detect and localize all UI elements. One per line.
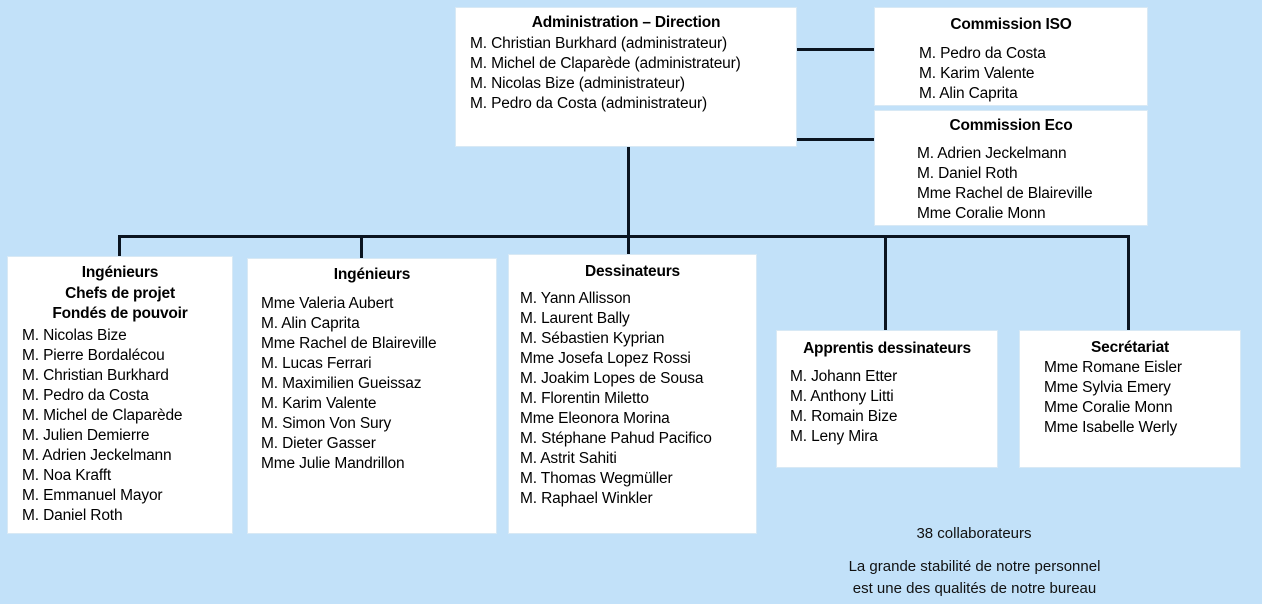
member-name: M. Karim Valente bbox=[919, 65, 1035, 82]
box-ingenieurs-chefs-title: Ingénieurs Chefs de projet Fondés de pou… bbox=[8, 263, 232, 325]
member-name: Mme Sylvia Emery bbox=[1044, 379, 1171, 396]
box-commission-eco-title: Commission Eco bbox=[949, 117, 1073, 134]
box-secretariat-title: Secrétariat bbox=[1091, 339, 1169, 356]
member-name: M. Christian Burkhard bbox=[22, 366, 169, 384]
box-administration-title: Administration – Direction bbox=[531, 14, 721, 31]
member-name: M. Anthony Litti bbox=[790, 388, 894, 405]
note-stability: La grande stabilité de notre personnel e… bbox=[802, 556, 1147, 600]
member-name: M. Thomas Wegmüller bbox=[520, 470, 673, 487]
box-title-line: Ingénieurs bbox=[81, 264, 159, 281]
note-stability-line: La grande stabilité de notre personnel bbox=[848, 558, 1101, 575]
member-name: M. Michel de Claparède (administrateur) bbox=[470, 55, 741, 72]
member-name: Mme Rachel de Blaireville bbox=[917, 185, 1093, 202]
member-name: M. Nicolas Bize (administrateur) bbox=[470, 75, 685, 92]
member-name: M. Pedro da Costa bbox=[22, 386, 149, 404]
box-commission-iso-members: M. Pedro da Costa M. Karim Valente M. Al… bbox=[875, 44, 1147, 104]
member-name: Mme Julie Mandrillon bbox=[261, 455, 405, 472]
box-dessinateurs-members: M. Yann Allisson M. Laurent Bally M. Séb… bbox=[509, 289, 756, 509]
member-name: M. Stéphane Pahud Pacifico bbox=[520, 430, 712, 447]
box-ingenieurs-title: Ingénieurs bbox=[333, 266, 411, 283]
box-commission-iso-title: Commission ISO bbox=[950, 16, 1072, 33]
member-name: M. Adrien Jeckelmann bbox=[22, 446, 172, 464]
box-ingenieurs-chefs-de-projet[interactable]: Ingénieurs Chefs de projet Fondés de pou… bbox=[7, 256, 233, 534]
member-name: M. Laurent Bally bbox=[520, 310, 630, 327]
member-name: M. Johann Etter bbox=[790, 368, 898, 385]
note-headcount: 38 collaborateurs bbox=[916, 525, 1032, 542]
member-name: M. Nicolas Bize bbox=[22, 326, 127, 344]
member-name: Mme Coralie Monn bbox=[917, 205, 1046, 222]
box-commission-eco-members: M. Adrien Jeckelmann M. Daniel Roth Mme … bbox=[875, 144, 1147, 224]
member-name: M. Yann Allisson bbox=[520, 290, 631, 307]
connector-horizontal-bus bbox=[118, 235, 1130, 238]
member-name: Mme Romane Eisler bbox=[1044, 359, 1182, 376]
member-name: M. Dieter Gasser bbox=[261, 435, 376, 452]
connector-drop-ingenieurs bbox=[360, 235, 363, 259]
connector-drop-ingenieurs-chefs bbox=[118, 235, 121, 257]
box-ingenieurs[interactable]: Ingénieurs Mme Valeria Aubert M. Alin Ca… bbox=[247, 258, 497, 534]
connector-drop-dessinateurs bbox=[627, 235, 630, 255]
connector-admin-to-commission-eco bbox=[796, 138, 876, 141]
connector-drop-secretariat bbox=[1127, 235, 1130, 331]
member-name: M. Maximilien Gueissaz bbox=[261, 375, 422, 392]
box-commission-iso[interactable]: Commission ISO M. Pedro da Costa M. Kari… bbox=[874, 7, 1148, 106]
member-name: M. Pedro da Costa bbox=[919, 45, 1046, 62]
box-dessinateurs-title: Dessinateurs bbox=[585, 263, 680, 280]
member-name: Mme Eleonora Morina bbox=[520, 410, 670, 427]
member-name: M. Julien Demierre bbox=[22, 426, 150, 444]
member-name: M. Florentin Miletto bbox=[520, 390, 649, 407]
member-name: M. Joakim Lopes de Sousa bbox=[520, 370, 704, 387]
member-name: M. Michel de Claparède bbox=[22, 406, 183, 424]
member-name: M. Noa Krafft bbox=[22, 466, 112, 484]
member-name: Mme Isabelle Werly bbox=[1044, 419, 1178, 436]
member-name: Mme Josefa Lopez Rossi bbox=[520, 350, 691, 367]
box-title-line: Fondés de pouvoir bbox=[52, 305, 188, 322]
box-administration[interactable]: Administration – Direction M. Christian … bbox=[455, 7, 797, 147]
member-name: Mme Coralie Monn bbox=[1044, 399, 1173, 416]
box-secretariat[interactable]: Secrétariat Mme Romane Eisler Mme Sylvia… bbox=[1019, 330, 1241, 468]
member-name: M. Sébastien Kyprian bbox=[520, 330, 665, 347]
member-name: M. Astrit Sahiti bbox=[520, 450, 617, 467]
box-ingenieurs-chefs-members: M. Nicolas Bize M. Pierre Bordalécou M. … bbox=[8, 326, 232, 526]
member-name: Mme Valeria Aubert bbox=[261, 295, 394, 312]
member-name: M. Christian Burkhard (administrateur) bbox=[470, 35, 728, 52]
connector-drop-apprentis bbox=[884, 235, 887, 331]
box-title-line: Chefs de projet bbox=[65, 284, 175, 302]
box-apprentis-title: Apprentis dessinateurs bbox=[803, 340, 971, 357]
note-stability-line: est une des qualités de notre bureau bbox=[852, 580, 1097, 597]
box-secretariat-members: Mme Romane Eisler Mme Sylvia Emery Mme C… bbox=[1020, 358, 1240, 438]
member-name: M. Pierre Bordalécou bbox=[22, 346, 165, 364]
member-name: M. Karim Valente bbox=[261, 395, 377, 412]
member-name: M. Alin Caprita bbox=[919, 85, 1018, 102]
box-commission-eco[interactable]: Commission Eco M. Adrien Jeckelmann M. D… bbox=[874, 110, 1148, 226]
box-ingenieurs-members: Mme Valeria Aubert M. Alin Caprita Mme R… bbox=[248, 294, 496, 474]
member-name: M. Simon Von Sury bbox=[261, 415, 392, 432]
connector-admin-to-commission-iso bbox=[796, 48, 876, 51]
box-dessinateurs[interactable]: Dessinateurs M. Yann Allisson M. Laurent… bbox=[508, 254, 757, 534]
member-name: M. Daniel Roth bbox=[22, 506, 123, 524]
member-name: M. Alin Caprita bbox=[261, 315, 360, 332]
member-name: M. Adrien Jeckelmann bbox=[917, 145, 1067, 162]
box-administration-members: M. Christian Burkhard (administrateur) M… bbox=[456, 34, 796, 114]
box-apprentis-dessinateurs[interactable]: Apprentis dessinateurs M. Johann Etter M… bbox=[776, 330, 998, 468]
member-name: M. Raphael Winkler bbox=[520, 490, 653, 507]
box-apprentis-members: M. Johann Etter M. Anthony Litti M. Roma… bbox=[777, 367, 997, 447]
member-name: Mme Rachel de Blaireville bbox=[261, 335, 437, 352]
member-name: M. Daniel Roth bbox=[917, 165, 1018, 182]
member-name: M. Romain Bize bbox=[790, 408, 898, 425]
member-name: M. Emmanuel Mayor bbox=[22, 486, 163, 504]
connector-admin-vertical bbox=[627, 146, 630, 238]
member-name: M. Leny Mira bbox=[790, 428, 878, 445]
member-name: M. Lucas Ferrari bbox=[261, 355, 372, 372]
member-name: M. Pedro da Costa (administrateur) bbox=[470, 95, 707, 112]
